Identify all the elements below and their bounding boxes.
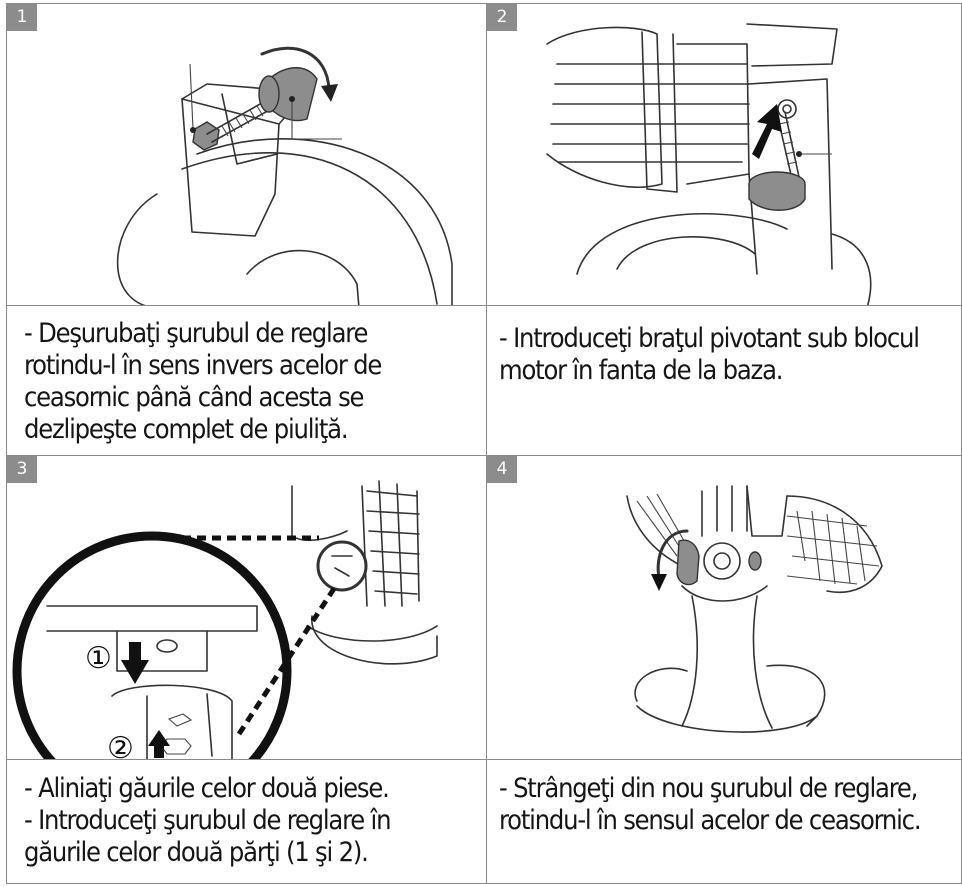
- step-2-badge: 2: [487, 4, 517, 31]
- step-2-caption: - Introduceţi braţul pivotant sub blocul…: [499, 323, 919, 387]
- step-2-caption-cell: - Introduceţi braţul pivotant sub blocul…: [486, 305, 962, 457]
- caption-line: găurile celor două părţi (1 şi 2).: [24, 837, 390, 869]
- step-1-caption-cell: - Deşurubaţi şurubul de reglare rotindu-…: [6, 305, 488, 457]
- caption-line: ceasornic până când acesta se: [24, 382, 381, 414]
- step-1-image-cell: 1: [6, 3, 488, 307]
- step-2-image-cell: 2: [486, 3, 962, 307]
- caption-line: - Introduceţi braţul pivotant sub blocul: [499, 323, 919, 355]
- caption-line: - Deşurubaţi şurubul de reglare: [24, 318, 381, 350]
- step-3-illustration: ① ②: [7, 456, 488, 761]
- callout-1: ①: [85, 641, 112, 676]
- step-3-badge: 3: [7, 456, 37, 483]
- step-3-image-cell: ① ② 3: [6, 455, 488, 761]
- step-4-image-cell: 4: [486, 455, 962, 761]
- step-1-badge: 1: [7, 4, 37, 31]
- caption-line: motor în fanta de la baza.: [499, 355, 919, 387]
- step-4-illustration: [487, 456, 962, 761]
- step-1-caption: - Deşurubaţi şurubul de reglare rotindu-…: [24, 318, 381, 446]
- caption-line: - Aliniaţi găurile celor două piese.: [24, 773, 390, 805]
- step-2-illustration: [487, 4, 962, 307]
- instruction-grid: 1: [6, 3, 962, 884]
- caption-line: - Strângeţi din nou şurubul de reglare,: [499, 773, 920, 805]
- step-4-caption-cell: - Strângeţi din nou şurubul de reglare, …: [486, 759, 962, 884]
- callout-2: ②: [107, 731, 134, 761]
- caption-line: rotindu-l în sens invers acelor de: [24, 350, 381, 382]
- caption-line: dezlipeşte complet de piuliţă.: [24, 414, 381, 446]
- caption-line: - Introduceţi şurubul de reglare în: [24, 805, 390, 837]
- step-4-badge: 4: [487, 456, 517, 483]
- step-4-caption: - Strângeţi din nou şurubul de reglare, …: [499, 773, 920, 837]
- step-3-caption: - Aliniaţi găurile celor două piese. - I…: [24, 773, 390, 869]
- caption-line: rotindu-l în sensul acelor de ceasornic.: [499, 805, 920, 837]
- step-3-caption-cell: - Aliniaţi găurile celor două piese. - I…: [6, 759, 488, 884]
- step-1-illustration: [7, 4, 488, 307]
